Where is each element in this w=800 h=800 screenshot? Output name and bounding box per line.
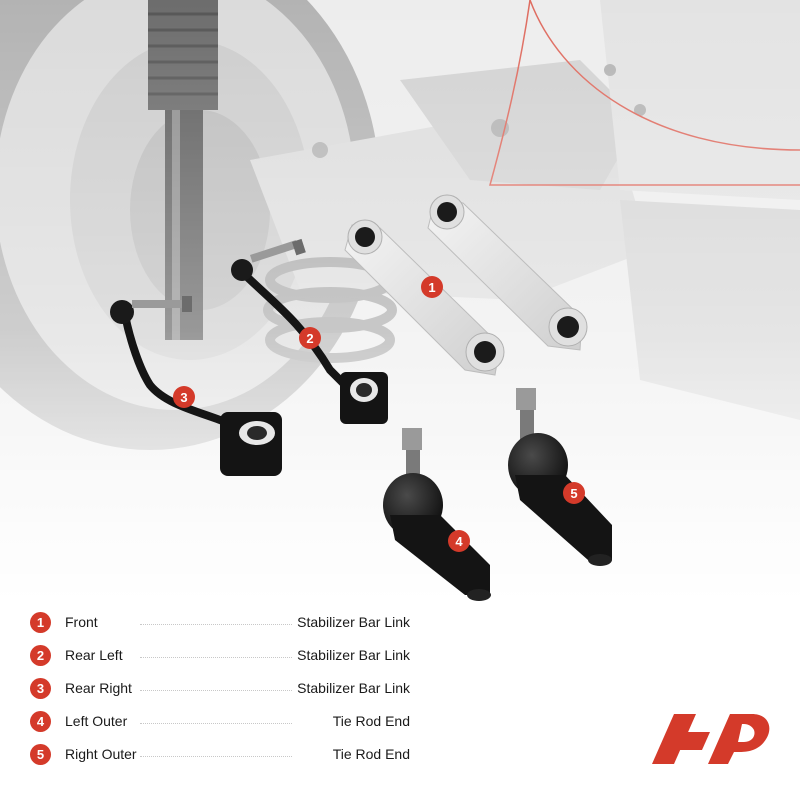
callout-3: 3: [173, 386, 195, 408]
legend-row: 2 Rear Left Stabilizer Bar Link: [30, 643, 410, 676]
svg-text:1: 1: [428, 280, 435, 295]
svg-text:2: 2: [306, 331, 313, 346]
part-label: Stabilizer Bar Link: [293, 647, 410, 663]
position-label: Left Outer: [65, 713, 128, 729]
legend-row: 4 Left Outer Tie Rod End: [30, 709, 410, 742]
legend-row: 3 Rear Right Stabilizer Bar Link: [30, 676, 410, 709]
number-badge: 4: [30, 711, 51, 732]
leader-line: [140, 723, 292, 724]
position-label: Front: [65, 614, 98, 630]
svg-text:5: 5: [570, 486, 577, 501]
number-badge: 3: [30, 678, 51, 699]
rear-left-stabilizer-bar-link: [231, 238, 388, 424]
callout-4: 4: [448, 530, 470, 552]
position-label: Right Outer: [65, 746, 137, 762]
svg-text:4: 4: [455, 534, 463, 549]
position-label: Rear Left: [65, 647, 123, 663]
front-stabilizer-bar-link: [344, 194, 588, 376]
legend-row: 1 Front Stabilizer Bar Link: [30, 610, 410, 643]
number-badge: 5: [30, 744, 51, 765]
left-outer-tie-rod-end: [383, 428, 491, 601]
part-label: Stabilizer Bar Link: [293, 680, 410, 696]
part-label: Tie Rod End: [328, 713, 410, 729]
leader-line: [140, 756, 292, 757]
right-outer-tie-rod-end: [508, 388, 612, 566]
a-premium-logo-icon: [652, 714, 770, 764]
leader-line: [140, 657, 292, 658]
part-label: Stabilizer Bar Link: [293, 614, 410, 630]
leader-line: [140, 624, 292, 625]
number-badge: 2: [30, 645, 51, 666]
rear-right-stabilizer-bar-link: [110, 296, 282, 476]
position-label: Rear Right: [65, 680, 132, 696]
callout-2: 2: [299, 327, 321, 349]
callout-1: 1: [421, 276, 443, 298]
callout-5: 5: [563, 482, 585, 504]
svg-text:3: 3: [180, 390, 187, 405]
part-label: Tie Rod End: [328, 746, 410, 762]
number-badge: 1: [30, 612, 51, 633]
parts-legend: 1 Front Stabilizer Bar Link 2 Rear Left …: [30, 610, 410, 775]
leader-line: [140, 690, 292, 691]
legend-row: 5 Right Outer Tie Rod End: [30, 742, 410, 775]
